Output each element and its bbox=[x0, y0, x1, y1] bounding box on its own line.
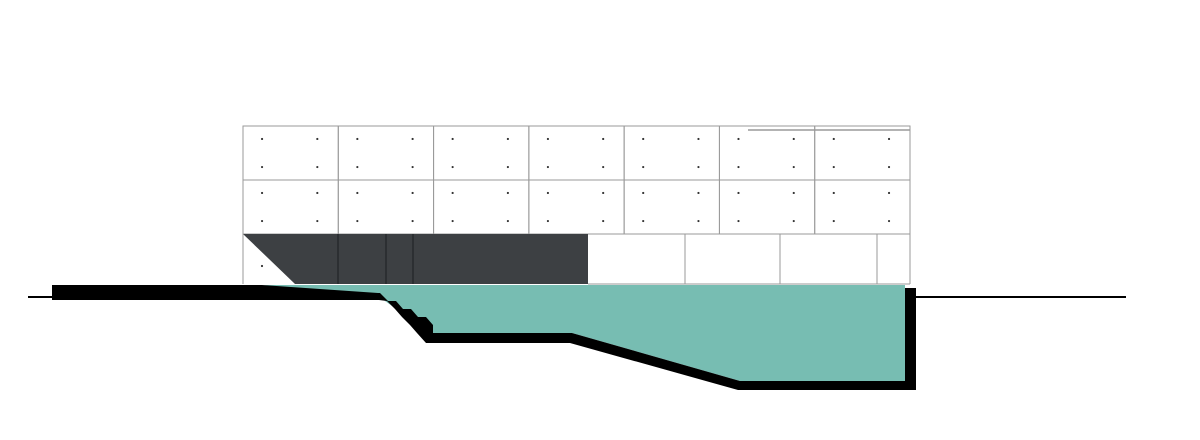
form-tie-dot bbox=[260, 191, 264, 195]
concrete-panel bbox=[623, 179, 720, 235]
concrete-panel bbox=[433, 179, 530, 235]
form-tie-dot bbox=[697, 137, 700, 141]
form-tie-dot bbox=[451, 219, 454, 223]
form-tie-dot bbox=[642, 219, 645, 223]
form-tie-dot bbox=[546, 165, 550, 169]
form-tie-dot bbox=[356, 191, 359, 195]
form-tie-dot bbox=[642, 191, 645, 195]
form-tie-dot bbox=[316, 219, 319, 223]
stepped-pool-floor bbox=[372, 288, 916, 390]
concrete-panel bbox=[528, 179, 625, 235]
concrete-panel bbox=[242, 125, 339, 181]
form-tie-dot bbox=[260, 165, 264, 169]
ground-floor-facade bbox=[242, 234, 911, 285]
form-tie-dot bbox=[451, 137, 454, 141]
concrete-panel bbox=[814, 179, 911, 235]
concrete-panel bbox=[337, 179, 435, 235]
dark-glazing-block bbox=[243, 234, 588, 284]
form-tie-dot bbox=[602, 137, 605, 141]
form-tie-dot bbox=[792, 219, 795, 223]
form-tie-dot bbox=[451, 191, 454, 195]
concrete-panel bbox=[623, 125, 720, 181]
form-tie-dot bbox=[546, 191, 550, 195]
form-tie-dot bbox=[832, 219, 835, 223]
water-body bbox=[262, 285, 905, 381]
concrete-panel bbox=[242, 179, 339, 235]
form-tie-dot bbox=[697, 191, 700, 195]
form-tie-dot bbox=[887, 137, 891, 141]
form-tie-dot bbox=[832, 165, 835, 169]
form-tie-dot bbox=[546, 219, 550, 223]
form-tie-dot bbox=[642, 165, 645, 169]
concrete-panel bbox=[814, 125, 911, 181]
form-tie-dot bbox=[697, 219, 700, 223]
form-tie-dot bbox=[506, 165, 509, 169]
form-tie-dot bbox=[602, 165, 605, 169]
concrete-panel bbox=[718, 179, 816, 235]
form-tie-dot bbox=[602, 219, 605, 223]
form-tie-dot bbox=[737, 165, 740, 169]
form-tie-dot bbox=[506, 137, 509, 141]
form-tie-dot bbox=[546, 137, 550, 141]
form-tie-dot bbox=[792, 165, 795, 169]
concrete-panel-grid bbox=[242, 125, 911, 268]
form-tie-dot bbox=[411, 191, 414, 195]
form-tie-dot bbox=[792, 191, 795, 195]
form-tie-dot bbox=[506, 191, 509, 195]
concrete-panel bbox=[337, 125, 435, 181]
form-tie-dot bbox=[642, 137, 645, 141]
form-tie-dot bbox=[737, 219, 740, 223]
form-tie-dot bbox=[260, 219, 264, 223]
concrete-panel bbox=[433, 125, 530, 181]
form-tie-dot bbox=[451, 165, 454, 169]
concrete-panel bbox=[528, 125, 625, 181]
form-tie-dot bbox=[832, 137, 835, 141]
form-tie-dot bbox=[792, 137, 795, 141]
form-tie-dot bbox=[316, 191, 319, 195]
form-tie-dot bbox=[260, 137, 264, 141]
form-tie-dot bbox=[316, 137, 319, 141]
form-tie-dot bbox=[411, 137, 414, 141]
terrain-left-slab bbox=[52, 285, 378, 300]
form-tie-dot bbox=[506, 219, 509, 223]
form-tie-dot bbox=[411, 219, 414, 223]
form-tie-dot bbox=[356, 219, 359, 223]
form-tie-dot bbox=[832, 191, 835, 195]
form-tie-dot bbox=[356, 165, 359, 169]
form-tie-dot bbox=[737, 191, 740, 195]
form-tie-dot bbox=[316, 165, 319, 169]
form-tie-dot bbox=[697, 165, 700, 169]
ground-section bbox=[28, 285, 1126, 390]
concrete-panel bbox=[718, 125, 816, 181]
form-tie-dot bbox=[887, 165, 891, 169]
form-tie-dot bbox=[737, 137, 740, 141]
form-tie-dot bbox=[887, 219, 891, 223]
form-tie-dot bbox=[411, 165, 414, 169]
form-tie-dot bbox=[887, 191, 891, 195]
form-tie-dot bbox=[602, 191, 605, 195]
form-tie-dot bbox=[260, 264, 264, 268]
form-tie-dot bbox=[356, 137, 359, 141]
